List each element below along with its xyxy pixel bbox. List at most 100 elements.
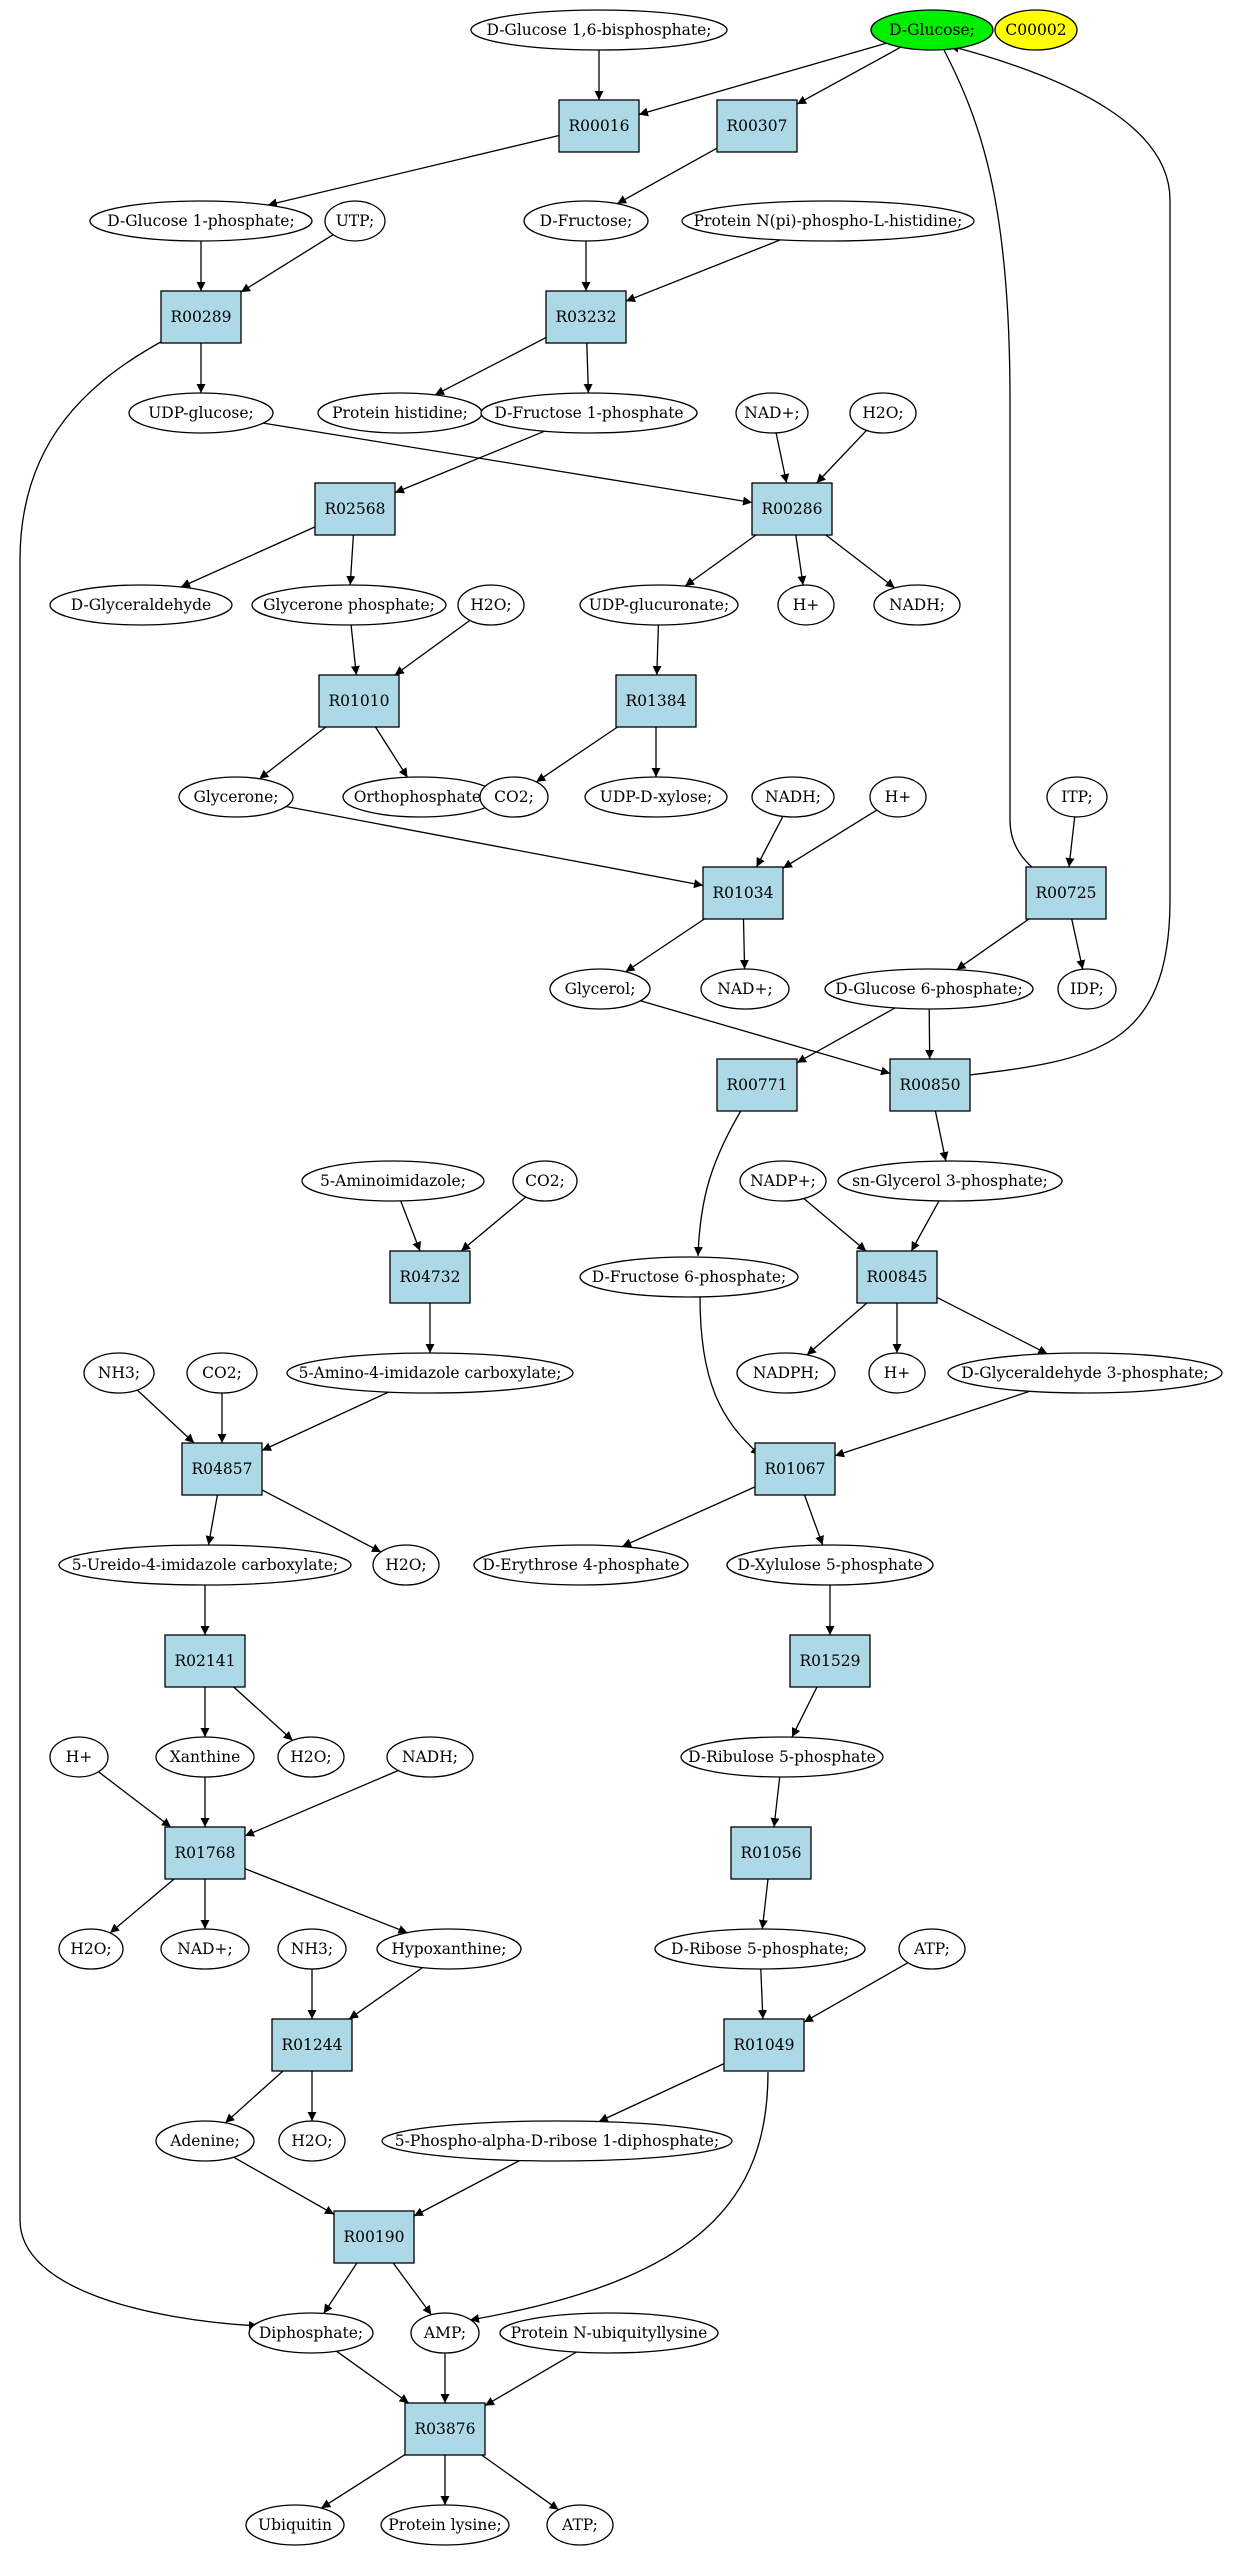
compound-node-dglc1p[interactable]: D-Glucose 1-phosphate; (89, 200, 313, 242)
compound-node-hplus3[interactable]: H+ (868, 1352, 926, 1394)
compound-node-h2o_6[interactable]: H2O; (278, 2120, 346, 2162)
reaction-node-r01010[interactable]: R01010 (318, 674, 400, 728)
compound-node-co2_1[interactable]: CO2; (479, 776, 549, 818)
reaction-node-r04857[interactable]: R04857 (181, 1442, 263, 1496)
compound-node-prpp[interactable]: 5-Phospho-alpha-D-ribose 1-diphosphate; (381, 2120, 733, 2162)
reaction-node-r02141[interactable]: R02141 (164, 1634, 246, 1688)
compound-node-nh3_1[interactable]: NH3; (83, 1352, 155, 1394)
reaction-node-r00850[interactable]: R00850 (889, 1058, 971, 1112)
compound-node-h2o_4[interactable]: H2O; (277, 1736, 345, 1778)
compound-node-hplus1[interactable]: H+ (777, 584, 835, 626)
reaction-node-r00771[interactable]: R00771 (716, 1058, 798, 1112)
compound-node-utp[interactable]: UTP; (324, 200, 386, 242)
reaction-node-r01056[interactable]: R01056 (730, 1826, 812, 1880)
compound-node-hplus2[interactable]: H+ (869, 776, 927, 818)
compound-node-drib5p[interactable]: D-Ribose 5-phosphate; (654, 1928, 866, 1970)
compound-label: NADH; (889, 596, 945, 614)
compound-node-udpglcur[interactable]: UDP-glucuronate; (579, 584, 739, 626)
compound-node-h2o_1[interactable]: H2O; (849, 392, 917, 434)
reaction-node-r00307[interactable]: R00307 (716, 99, 798, 153)
compound-node-dglc6p[interactable]: D-Glucose 6-phosphate; (824, 968, 1034, 1010)
compound-node-snglyc3p[interactable]: sn-Glycerol 3-phosphate; (837, 1160, 1063, 1202)
compound-node-itp[interactable]: ITP; (1046, 776, 1108, 818)
compound-node-h2o_5[interactable]: H2O; (58, 1928, 124, 1970)
reaction-node-r04732[interactable]: R04732 (389, 1250, 471, 1304)
compound-node-atp2[interactable]: ATP; (546, 2504, 614, 2546)
compound-node-hplus4[interactable]: H+ (49, 1736, 109, 1778)
compound-label: D-Fructose 6-phosphate; (592, 1268, 786, 1286)
edge-R01049-to-amp (469, 2071, 769, 2323)
compound-node-amimcarb[interactable]: 5-Amino-4-imidazole carboxylate; (286, 1352, 574, 1394)
edge-atp1-to-R01049 (803, 1962, 909, 2023)
reaction-node-r01034[interactable]: R01034 (702, 866, 784, 920)
compound-label: ATP; (913, 1940, 950, 1958)
compound-node-protlys[interactable]: Protein lysine; (380, 2504, 510, 2546)
compound-node-nadplus2[interactable]: NAD+; (700, 968, 790, 1010)
compound-node-protnpi[interactable]: Protein N(pi)-phospho-L-histidine; (681, 200, 975, 242)
compound-node-hypox[interactable]: Hypoxanthine; (376, 1928, 522, 1970)
compound-node-ureido[interactable]: 5-Ureido-4-imidazole carboxylate; (58, 1544, 352, 1586)
compound-node-dfru1p[interactable]: D-Fructose 1-phosphate (480, 392, 698, 434)
compound-node-diphos[interactable]: Diphosphate; (248, 2312, 374, 2354)
compound-label: NADH; (765, 788, 821, 806)
compound-node-dglc16bp[interactable]: D-Glucose 1,6-bisphosphate; (470, 9, 728, 51)
reaction-node-r03232[interactable]: R03232 (545, 290, 627, 344)
reaction-node-r01067[interactable]: R01067 (754, 1442, 836, 1496)
compound-node-nadh2[interactable]: NADH; (751, 776, 835, 818)
compound-node-nadp_plus1[interactable]: NAD+; (735, 392, 809, 434)
compound-node-glycerone[interactable]: Glycerone; (178, 776, 294, 818)
compound-node-nadplus3[interactable]: NAD+; (160, 1928, 250, 1970)
reaction-node-r00286[interactable]: R00286 (751, 482, 833, 536)
compound-node-co2_3[interactable]: CO2; (186, 1352, 258, 1394)
reaction-node-r00845[interactable]: R00845 (856, 1250, 938, 1304)
reaction-node-r01049[interactable]: R01049 (723, 2018, 805, 2072)
reaction-node-r02568[interactable]: R02568 (314, 482, 396, 536)
compound-node-adenine[interactable]: Adenine; (155, 2120, 255, 2162)
reaction-node-r00016[interactable]: R00016 (558, 99, 640, 153)
compound-node-dfru6p[interactable]: D-Fructose 6-phosphate; (579, 1256, 799, 1298)
compound-node-gnp[interactable]: Glycerone phosphate; (251, 584, 447, 626)
compound-ellipse (277, 1928, 347, 1970)
compound-node-orthop[interactable]: Orthophosphate; (342, 776, 498, 818)
compound-node-dxyl5p[interactable]: D-Xylulose 5-phosphate (726, 1544, 934, 1586)
compound-node-glycerol[interactable]: Glycerol; (549, 968, 651, 1010)
compound-node-h2o_3[interactable]: H2O; (372, 1544, 440, 1586)
reaction-node-r00289[interactable]: R00289 (160, 290, 242, 344)
compound-label: CO2; (525, 1172, 565, 1190)
compound-node-protubq[interactable]: Protein N-ubiquityllysine (499, 2312, 719, 2354)
reaction-node-r01529[interactable]: R01529 (789, 1634, 871, 1688)
compound-node-dfructose[interactable]: D-Fructose; (523, 200, 649, 242)
compound-label: CO2; (494, 788, 534, 806)
compound-node-atp1[interactable]: ATP; (898, 1928, 966, 1970)
compound-node-h2o_2[interactable]: H2O; (457, 584, 525, 626)
compound-node-xanthine[interactable]: Xanthine (155, 1736, 255, 1778)
compound-node-nadh1[interactable]: NADH; (873, 584, 961, 626)
compound-node-udpglc[interactable]: UDP-glucose; (128, 392, 274, 434)
reaction-node-r00725[interactable]: R00725 (1025, 866, 1107, 920)
reaction-node-r01768[interactable]: R01768 (164, 1826, 246, 1880)
compound-node-co2_2[interactable]: CO2; (512, 1160, 578, 1202)
compound-node-dglucose[interactable]: D-Glucose; (870, 9, 994, 51)
compound-ellipse (898, 1928, 966, 1970)
compound-node-derythr4p[interactable]: D-Erythrose 4-phosphate (473, 1544, 689, 1586)
compound-node-dribu5p[interactable]: D-Ribulose 5-phosphate (680, 1736, 884, 1778)
compound-node-nh3_2[interactable]: NH3; (277, 1928, 347, 1970)
compound-node-dga3p[interactable]: D-Glyceraldehyde 3-phosphate; (947, 1352, 1223, 1394)
compound-node-prothis[interactable]: Protein histidine; (317, 392, 483, 434)
compound-node-amp[interactable]: AMP; (410, 2312, 480, 2354)
edge-hplus2-to-R01034 (782, 809, 878, 869)
compound-node-aminoimid[interactable]: 5-Aminoimidazole; (301, 1160, 485, 1202)
compound-node-idp[interactable]: IDP; (1057, 968, 1117, 1010)
reaction-node-r03876[interactable]: R03876 (404, 2402, 486, 2456)
compound-node-c00002[interactable]: C00002 (994, 9, 1078, 51)
reaction-node-r01244[interactable]: R01244 (271, 2018, 353, 2072)
reaction-node-r01384[interactable]: R01384 (615, 674, 697, 728)
compound-node-udpxyl[interactable]: UDP-D-xylose; (584, 776, 728, 818)
reaction-node-r00190[interactable]: R00190 (333, 2210, 415, 2264)
compound-node-dglyald[interactable]: D-Glyceraldehyde (49, 584, 233, 626)
compound-node-nadph[interactable]: NADPH; (736, 1352, 836, 1394)
compound-ellipse (286, 1352, 574, 1394)
compound-node-ubiquitin[interactable]: Ubiquitin (245, 2504, 345, 2546)
compound-node-nadh3[interactable]: NADH; (386, 1736, 474, 1778)
compound-node-nadpplus[interactable]: NADP+; (739, 1160, 827, 1202)
